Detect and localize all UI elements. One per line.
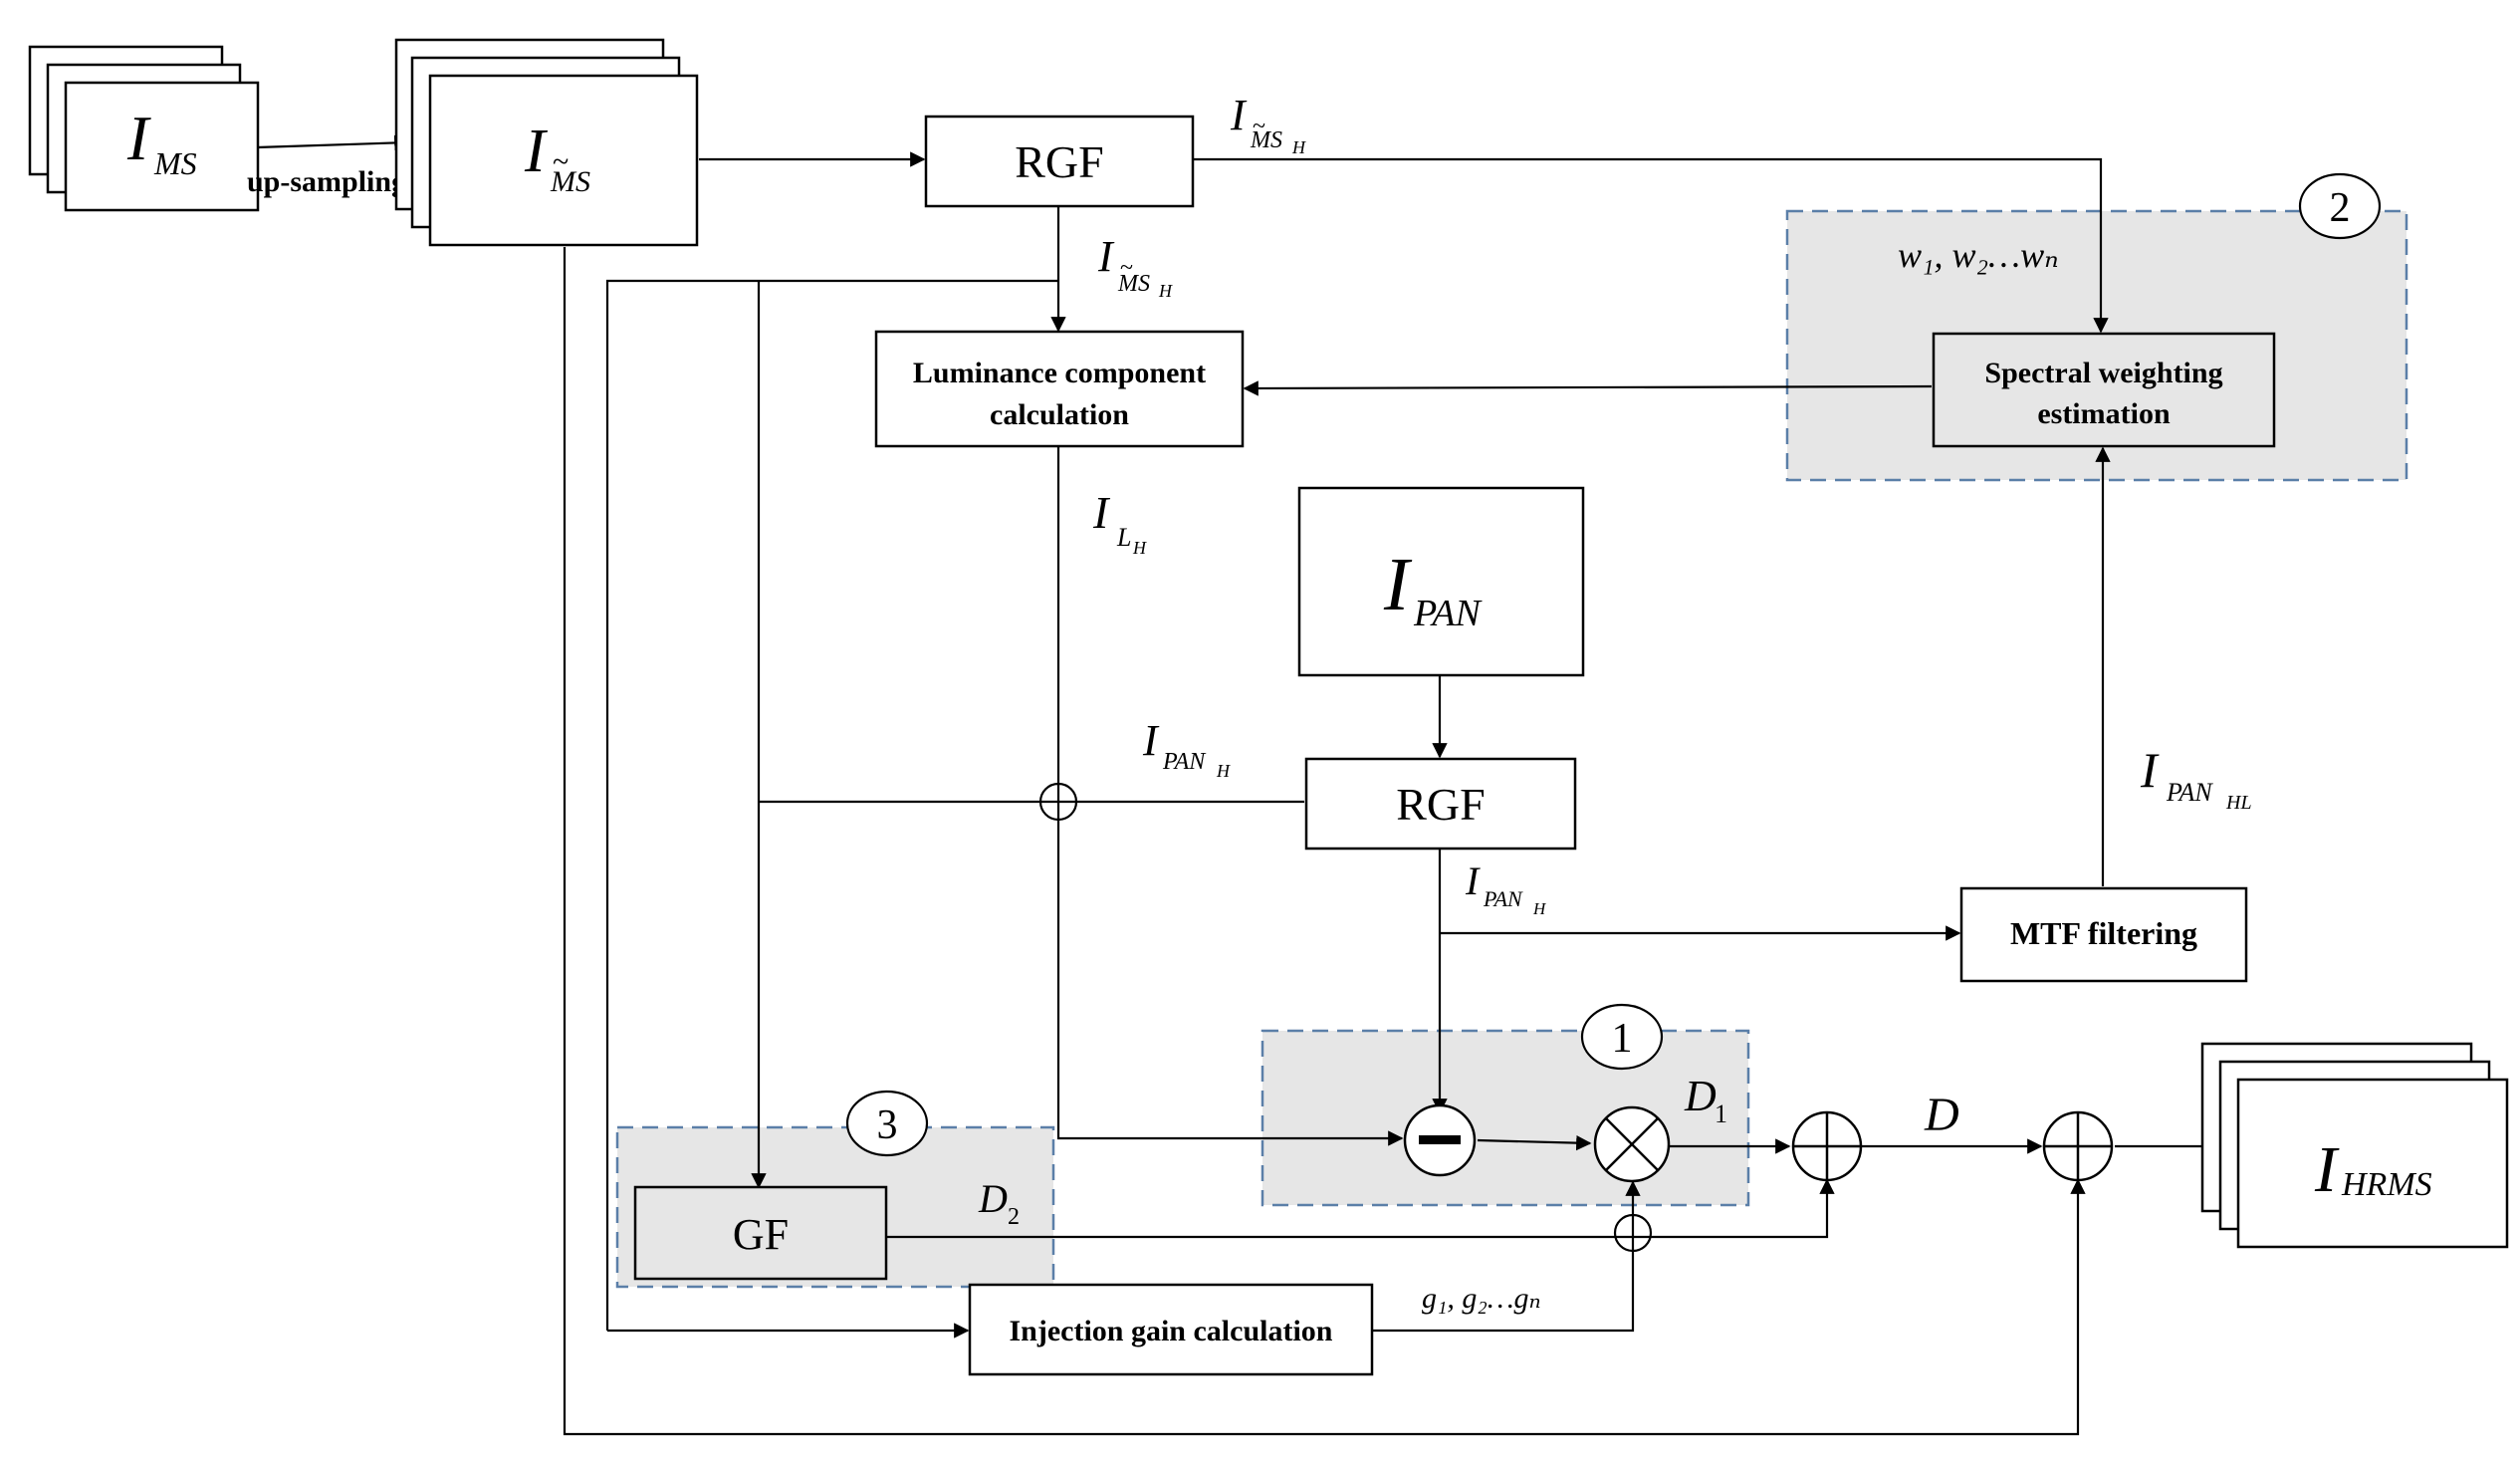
svg-text:I: I <box>1092 487 1111 538</box>
svg-text:Injection gain calculation: Injection gain calculation <box>1009 1315 1332 1347</box>
svg-text:I: I <box>2140 742 2160 798</box>
svg-text:H: H <box>1291 137 1306 157</box>
svg-text:D: D <box>978 1176 1008 1221</box>
multiply-operator <box>1593 1105 1671 1183</box>
svg-text:~: ~ <box>553 145 569 178</box>
label-l-h: I L H <box>1092 487 1147 558</box>
upsampling-label: up-sampling <box>247 165 406 198</box>
svg-text:~: ~ <box>1120 255 1133 281</box>
region-1 <box>1260 1029 1750 1207</box>
label-d2: D 2 <box>978 1176 1020 1230</box>
subtract-operator <box>1403 1103 1477 1177</box>
svg-text:PAN: PAN <box>1483 886 1523 911</box>
label-pan-hl: I PAN HL <box>2140 742 2252 814</box>
mtf-filtering-block: MTF filtering <box>1959 886 2248 983</box>
svg-text:MS: MS <box>1117 271 1150 297</box>
region-3-badge: 3 <box>845 1090 929 1157</box>
svg-text:H: H <box>1132 538 1147 558</box>
svg-text:RGF: RGF <box>1396 779 1485 830</box>
region-1-badge: 1 <box>1580 1003 1664 1071</box>
svg-text:L: L <box>1116 523 1131 552</box>
svg-text:PAN: PAN <box>1162 749 1207 775</box>
svg-text:MTF filtering: MTF filtering <box>2010 915 2197 951</box>
svg-text:estimation: estimation <box>2037 397 2171 430</box>
svg-text:MS: MS <box>550 165 590 198</box>
svg-text:PAN: PAN <box>2166 778 2213 807</box>
svg-text:RGF: RGF <box>1015 136 1103 187</box>
svg-text:I: I <box>1230 91 1248 139</box>
svg-text:I: I <box>126 103 151 173</box>
svg-text:HRMS: HRMS <box>2341 1166 2432 1203</box>
label-ms-h-top: I MS H ~ <box>1230 91 1306 157</box>
rgf-top-block: RGF <box>924 115 1195 208</box>
svg-text:I: I <box>1465 858 1481 903</box>
luminance-block: Luminance component calculation <box>874 330 1245 448</box>
label-d: D <box>1924 1089 1959 1141</box>
upsampled-ms-stack: I MS ~ <box>394 38 699 247</box>
svg-text:1: 1 <box>1715 1099 1727 1128</box>
label-d1: D 1 <box>1684 1072 1727 1128</box>
region-2-badge: 2 <box>2298 172 2382 240</box>
svg-text:1: 1 <box>1612 1016 1633 1062</box>
connections <box>256 134 2224 1436</box>
add-operator-first <box>1791 1110 1863 1182</box>
rgf-mid-block: RGF <box>1304 757 1577 851</box>
svg-text:H: H <box>1158 281 1173 301</box>
label-pan-h-left: I PAN H <box>1142 716 1231 781</box>
label-pan-h-below: I PAN H <box>1465 858 1547 918</box>
crossing-marker <box>1038 782 1078 822</box>
svg-text:HL: HL <box>2225 792 2252 814</box>
svg-text:H: H <box>1216 761 1231 781</box>
gf-block: GF <box>633 1185 888 1281</box>
svg-text:2: 2 <box>1008 1204 1020 1230</box>
svg-text:PAN: PAN <box>1413 593 1484 634</box>
svg-text:I: I <box>524 118 549 185</box>
svg-text:I: I <box>1097 232 1115 281</box>
svg-text:Spectral weighting: Spectral weighting <box>1984 357 2222 389</box>
svg-text:calculation: calculation <box>990 398 1129 431</box>
spectral-weighting-block: Spectral weighting estimation <box>1932 332 2276 448</box>
ms-image-stack: I MS <box>28 45 260 212</box>
svg-text:I: I <box>1142 716 1160 765</box>
svg-text:D: D <box>1684 1072 1717 1120</box>
pan-image-block: I PAN <box>1297 486 1585 677</box>
svg-text:2: 2 <box>2330 185 2351 231</box>
label-ms-h-left: I MS H ~ <box>1097 232 1173 301</box>
svg-text:GF: GF <box>733 1210 789 1259</box>
label-weights: w₁, w₂…wₙ <box>1898 235 2059 275</box>
label-gains: g₁, g₂…gₙ <box>1422 1282 1541 1315</box>
add-operator-second <box>2042 1110 2114 1182</box>
svg-text:H: H <box>1532 899 1547 918</box>
svg-text:3: 3 <box>877 1102 898 1148</box>
svg-text:I: I <box>2314 1133 2340 1206</box>
injection-gain-block: Injection gain calculation <box>968 1283 1374 1376</box>
hrms-image-stack: I HRMS <box>2200 1042 2509 1249</box>
svg-text:MS: MS <box>153 145 197 181</box>
svg-text:MS: MS <box>1250 127 1282 153</box>
svg-text:~: ~ <box>1253 114 1265 139</box>
svg-text:I: I <box>1383 543 1413 626</box>
crossing-marker <box>1613 1213 1653 1253</box>
svg-text:Luminance component: Luminance component <box>913 357 1206 389</box>
